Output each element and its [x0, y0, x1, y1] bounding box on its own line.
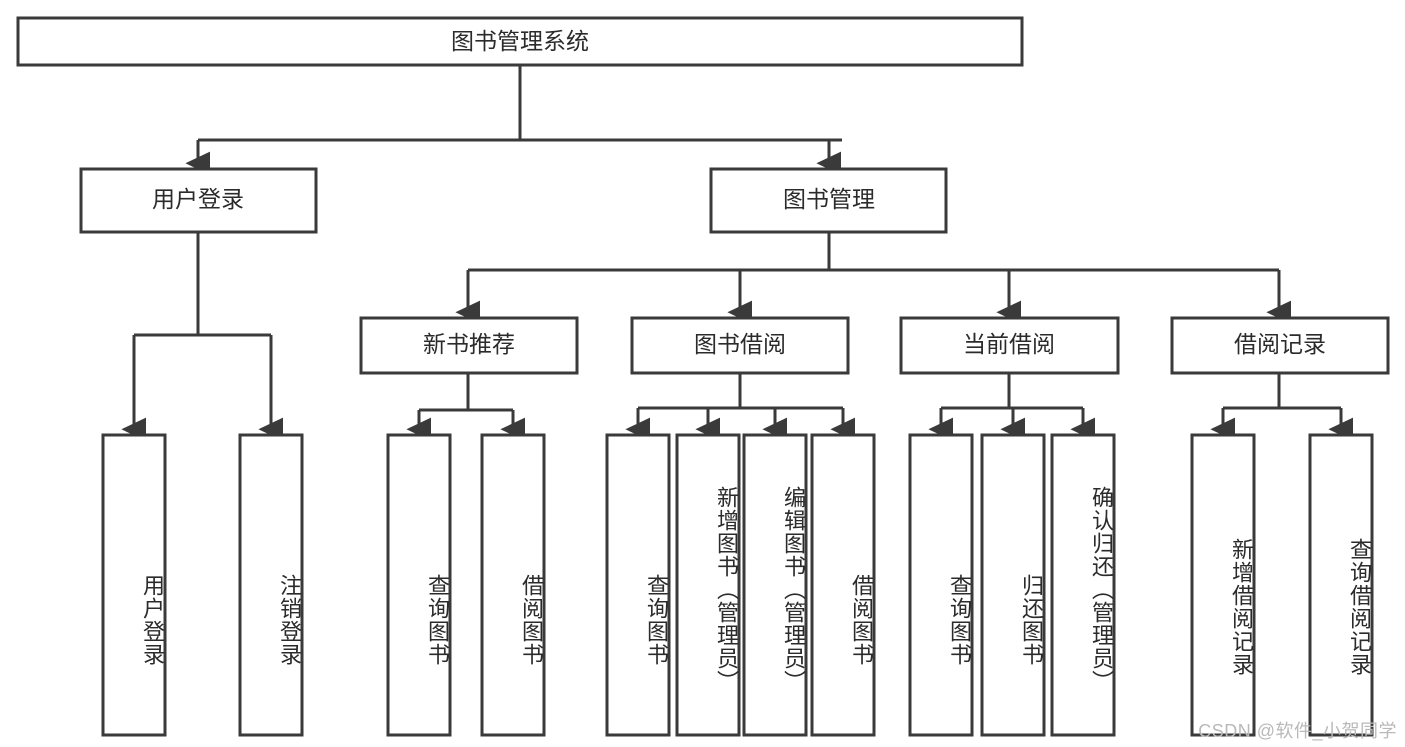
leaf-rect-borrow-book-1[interactable] [480, 433, 546, 737]
node-book-borrow-label: 图书借阅 [694, 331, 786, 357]
node-root-rect[interactable] [16, 16, 1024, 67]
node-book-management-label: 图书管理 [783, 186, 875, 212]
node-new-book-recommend-label: 新书推荐 [423, 331, 515, 357]
node-new-book-recommend[interactable]: 新书推荐 [359, 316, 579, 375]
leaf-rect-query-book-3[interactable] [908, 433, 974, 737]
nodes-group: 图书管理系统 用户登录 图书管理 新书推荐 图书借阅 当前 [16, 16, 1390, 375]
node-book-borrow[interactable]: 图书借阅 [630, 316, 850, 375]
leaf-rect-return-book[interactable] [980, 433, 1046, 737]
leaf-rect-query-book-2[interactable] [605, 433, 671, 737]
node-user-login[interactable]: 用户登录 [79, 167, 318, 234]
leaf-rect-query-record[interactable] [1308, 433, 1374, 737]
leaf-rect-confirm-return[interactable] [1050, 433, 1116, 737]
node-root-label: 图书管理系统 [451, 28, 589, 54]
node-user-login-label: 用户登录 [152, 186, 244, 212]
node-borrow-record[interactable]: 借阅记录 [1170, 316, 1390, 375]
leaf-nodes-group [101, 433, 1374, 737]
node-book-management[interactable]: 图书管理 [709, 167, 948, 234]
node-root[interactable]: 图书管理系统 [16, 16, 1024, 67]
node-current-borrow[interactable]: 当前借阅 [899, 316, 1120, 375]
node-user-login-rect[interactable] [79, 167, 318, 234]
leaf-rect-add-book[interactable] [675, 433, 741, 737]
leaf-rect-edit-book[interactable] [742, 433, 808, 737]
node-book-management-rect[interactable] [709, 167, 948, 234]
leaf-rect-add-record[interactable] [1190, 433, 1256, 737]
leaf-rect-borrow-book-2[interactable] [810, 433, 876, 737]
node-new-book-recommend-rect[interactable] [359, 316, 579, 375]
node-current-borrow-rect[interactable] [899, 316, 1120, 375]
node-borrow-record-label: 借阅记录 [1234, 331, 1326, 357]
leaf-rect-logout[interactable] [238, 433, 304, 737]
node-borrow-record-rect[interactable] [1170, 316, 1390, 375]
node-book-borrow-rect[interactable] [630, 316, 850, 375]
leaf-rect-query-book-1[interactable] [386, 433, 452, 737]
leaf-rect-user-login[interactable] [101, 433, 167, 737]
node-current-borrow-label: 当前借阅 [963, 331, 1055, 357]
csdn-watermark: CSDN @软件_小贺同学 [1198, 721, 1397, 741]
edges-group [121, 65, 1354, 442]
